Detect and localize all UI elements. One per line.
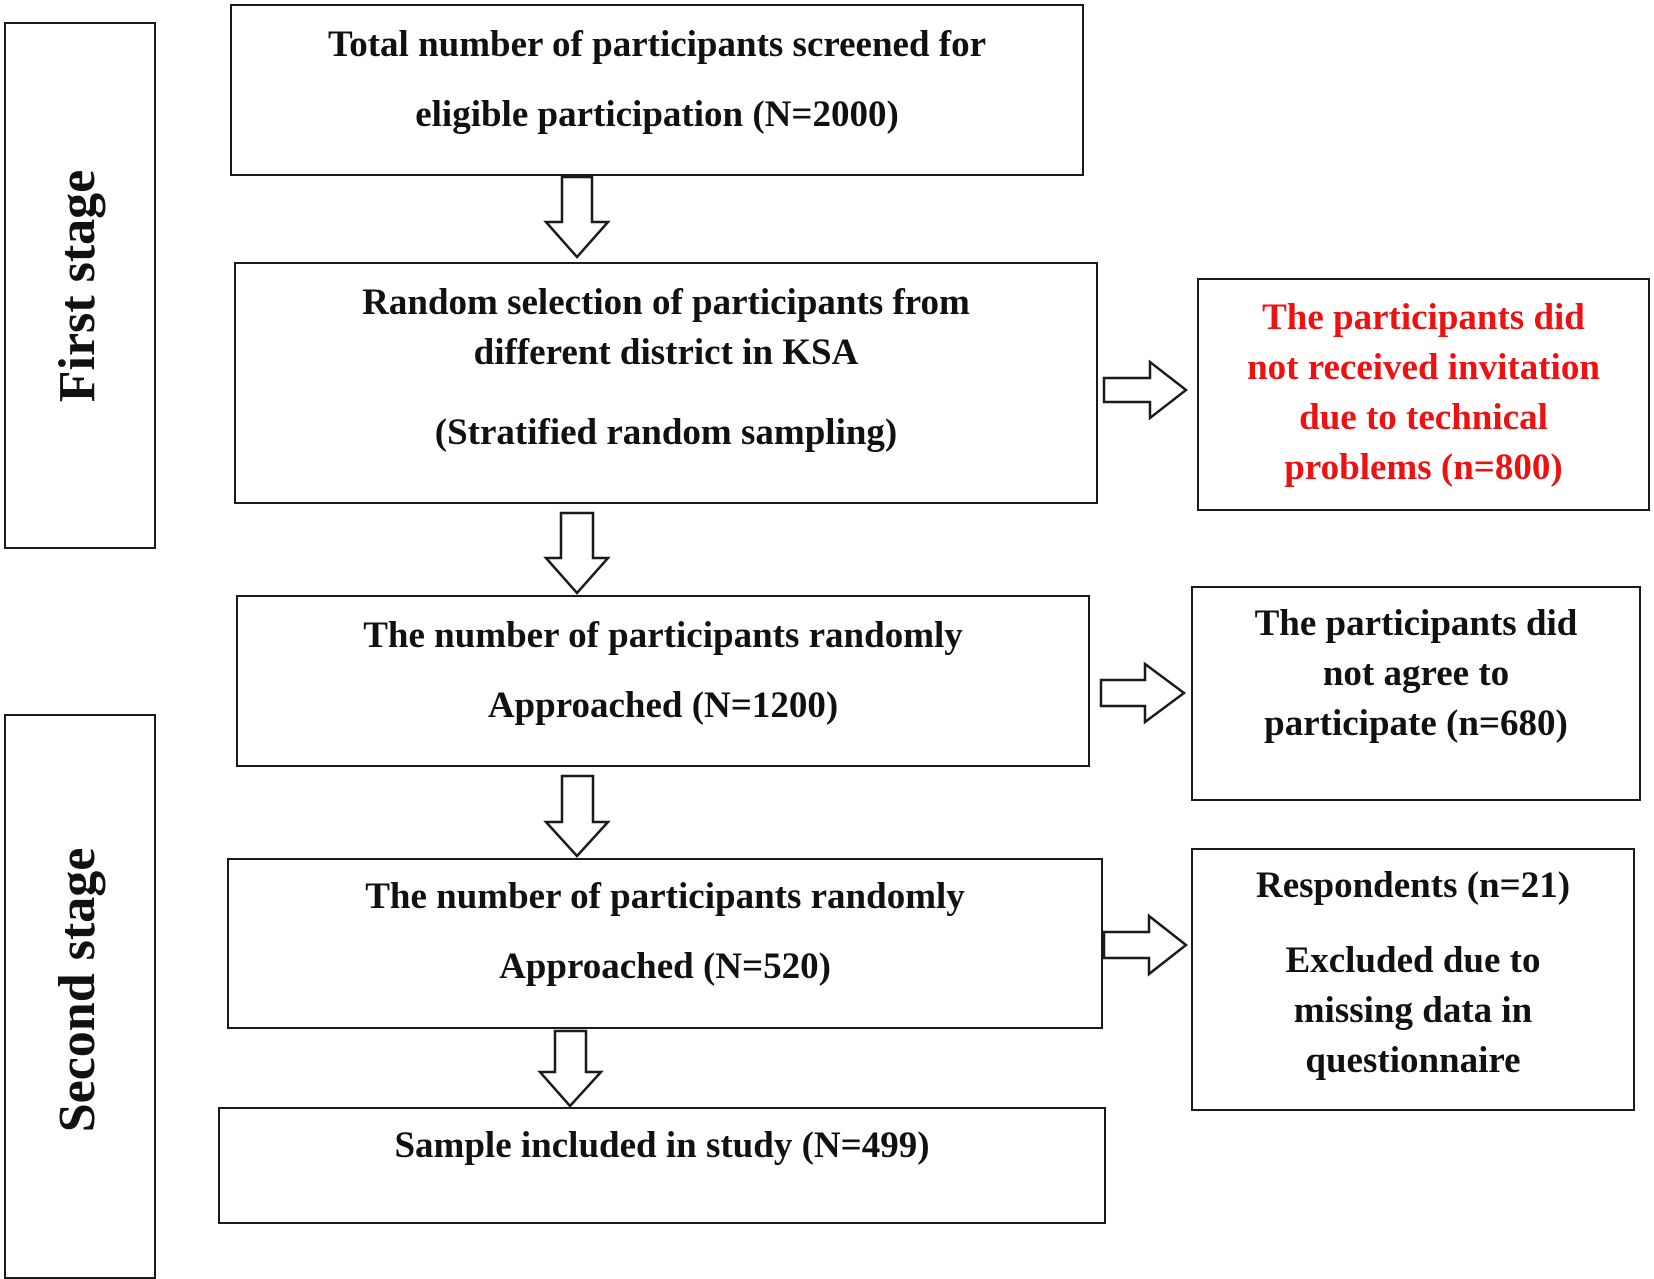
approached-1200-line-2: Approached (N=1200) [487,685,839,726]
sample-line-1: Sample included in study (N=499) [394,1125,930,1166]
excluded-line-1: Respondents (n=21) [1255,865,1571,906]
random-selection-box: Random selection of participants from di… [234,262,1098,504]
excluded-line-2: Excluded due to [1285,940,1541,981]
approached-520-line-2: Approached (N=520) [499,946,831,987]
screened-box: Total number of participants screened fo… [230,4,1084,176]
not-agree-line-3: participate (n=680) [1264,703,1568,744]
screened-line-2: eligible participation (N=2000) [415,94,899,135]
no-invitation-line-3: due to technical [1299,397,1548,438]
approached-1200-line-1: The number of participants randomly [363,615,963,656]
approached-520-line-1: The number of participants randomly [365,876,965,917]
sample-box: Sample included in study (N=499) [218,1107,1106,1224]
not-agree-box: The participants did not agree to partic… [1191,586,1641,801]
right-arrow-icon [1099,661,1187,725]
excluded-line-3: missing data in [1293,990,1533,1031]
approached-1200-box: The number of participants randomly Appr… [236,595,1090,767]
random-selection-line-2: different district in KSA [473,332,859,373]
right-arrow-icon [1102,913,1189,977]
random-selection-line-3: (Stratified random sampling) [434,412,898,453]
first-stage-panel [4,22,156,549]
down-arrow-icon [543,511,611,595]
no-invitation-line-1: The participants did [1262,297,1585,338]
down-arrow-icon [543,175,611,259]
no-invitation-line-4: problems (n=800) [1284,447,1563,488]
no-invitation-box: The participants did not received invita… [1197,278,1650,511]
excluded-line-4: questionnaire [1305,1040,1521,1081]
not-agree-line-1: The participants did [1254,603,1578,644]
random-selection-line-1: Random selection of participants from [362,282,970,323]
right-arrow-icon [1102,359,1189,421]
excluded-box: Respondents (n=21) Excluded due to missi… [1191,848,1635,1111]
second-stage-panel [4,714,156,1279]
not-agree-line-2: not agree to [1322,653,1510,694]
approached-520-box: The number of participants randomly Appr… [227,858,1103,1029]
screened-line-1: Total number of participants screened fo… [327,24,987,65]
no-invitation-line-2: not received invitation [1247,347,1600,388]
down-arrow-icon [543,774,611,858]
down-arrow-icon [537,1029,604,1108]
